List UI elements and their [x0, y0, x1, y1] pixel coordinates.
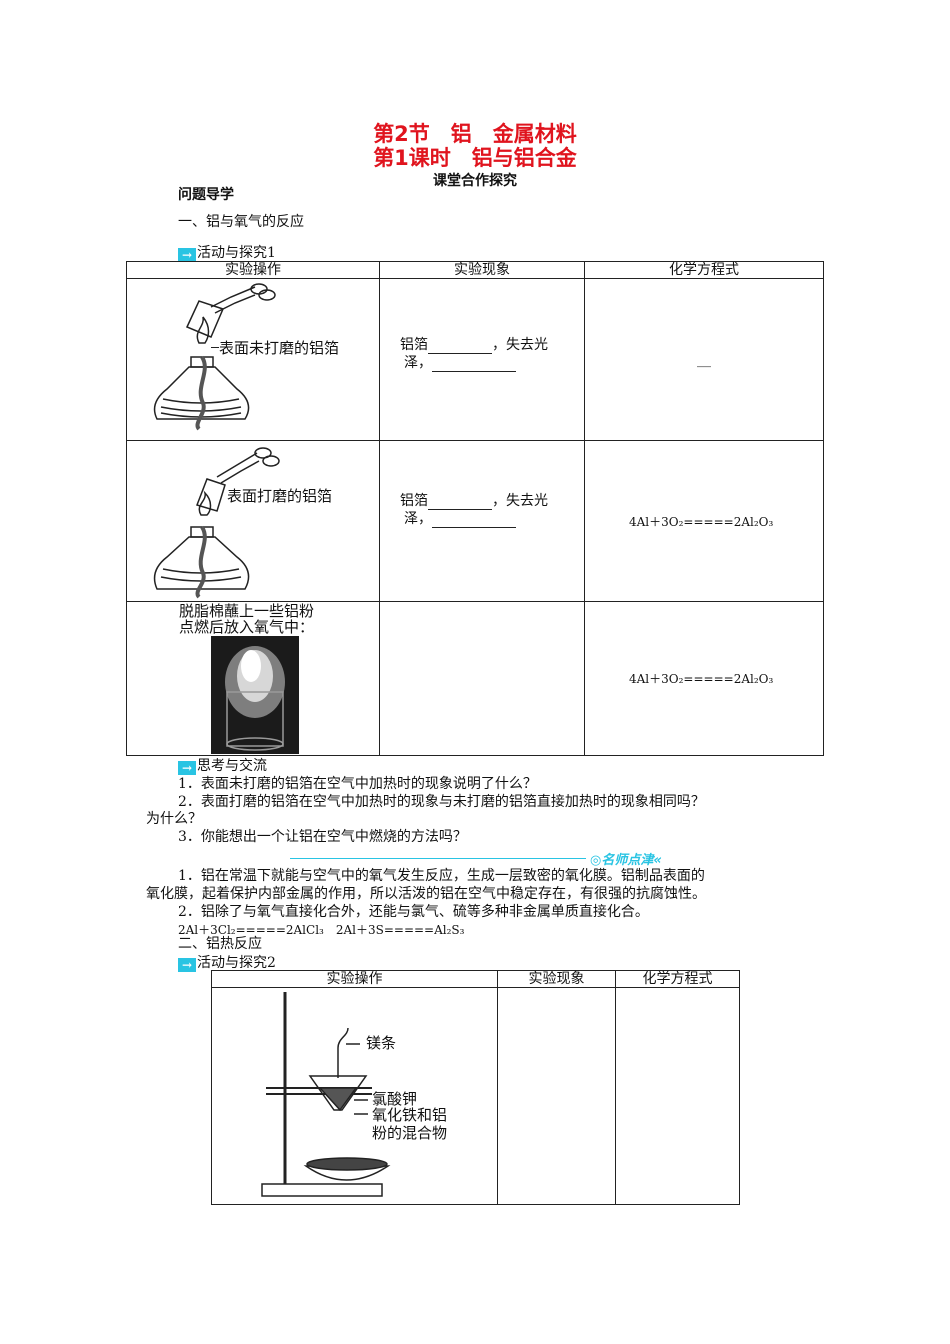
alcohol-lamp-unpolished-illustration [153, 283, 276, 431]
table2-row-operation: 镁条 氯酸钾 氧化铁和铝 粉的混合物 [211, 987, 498, 1205]
table2-header-phenomenon: 实验现象 [497, 970, 616, 988]
think-heading: →思考与交流 [178, 757, 267, 775]
potassium-chlorate-label: 氯酸钾 [372, 1090, 418, 1108]
table1-row2-operation: 表面打磨的铝箔 [126, 440, 380, 602]
tips-badge: ◎名师点津« [590, 853, 662, 868]
table1-row1-operation: 表面未打磨的铝箔 [126, 278, 380, 441]
table1-row3-operation: 脱脂棉蘸上一些铝粉 点燃后放入氧气中： [126, 601, 380, 756]
arrow-icon: → [178, 761, 196, 775]
tips-paragraph-1: 1．铝在常温下就能与空气中的氧气发生反应，生成一层致密的氧化膜。铝制品表面的 [178, 868, 705, 884]
page-title: 第2节 铝 金属材料 [373, 122, 577, 146]
arrow-icon: → [178, 248, 196, 262]
part1-heading: 一、铝与氧气的反应 [178, 214, 304, 230]
row3-operation-line1: 脱脂棉蘸上一些铝粉 [179, 602, 315, 620]
think-question-2: 2．表面打磨的铝箔在空气中加热时的现象与未打磨的铝箔直接加热时的现象相同吗？ [178, 794, 705, 810]
row3-operation-line2: 点燃后放入氧气中： [179, 618, 315, 636]
tips-paragraph-1-cont: 氧化膜，起着保护内部金属的作用，所以活泼的铝在空气中稳定存在，有很强的抗腐蚀性。 [146, 886, 706, 902]
table2-header-operation: 实验操作 [211, 970, 498, 988]
part2-heading: 二、铝热反应 [178, 936, 262, 952]
arrow-icon: → [178, 958, 196, 972]
table1-row2-equation: 4Al＋3O₂=====2Al₂O₃ [584, 440, 824, 602]
tips-divider [290, 858, 586, 859]
experiment-table-1: 实验操作 实验现象 化学方程式 [126, 261, 824, 756]
table1-header-phenomenon: 实验现象 [379, 261, 585, 279]
page-subtitle: 课堂合作探究 [433, 173, 517, 189]
iron-oxide-aluminum-label: 氧化铁和铝 [372, 1106, 448, 1124]
activity-1-heading: →活动与探究1 [178, 244, 276, 262]
think-question-2-cont: 为什么？ [146, 811, 202, 827]
polished-foil-label: 表面打磨的铝箔 [227, 487, 333, 505]
table1-header-equation: 化学方程式 [584, 261, 824, 279]
tips-paragraph-2: 2．铝除了与氧气直接化合外，还能与氯气、硫等多种非金属单质直接化合。 [178, 904, 649, 920]
magnesium-ribbon-label: 镁条 [366, 1034, 397, 1052]
table1-row2-phenomenon: 铝箔，失去光 泽， [379, 440, 585, 602]
table1-row1-phenomenon: 铝箔，失去光 泽， [379, 278, 585, 441]
table2-row-phenomenon [497, 987, 616, 1205]
activity-2-heading: →活动与探究2 [178, 954, 276, 972]
unpolished-foil-label: 表面未打磨的铝箔 [219, 339, 340, 357]
label-pointer-line [211, 347, 219, 348]
alcohol-lamp-polished-illustration [153, 447, 280, 599]
experiment-table-2: 实验操作 实验现象 化学方程式 [211, 970, 740, 1205]
table1-row3-equation: 4Al＋3O₂=====2Al₂O₃ [584, 601, 824, 756]
table2-header-equation: 化学方程式 [615, 970, 740, 988]
think-question-3: 3．你能想出一个让铝在空气中燃烧的方法吗？ [178, 829, 467, 845]
table1-row1-equation: __ [584, 278, 824, 441]
table1-header-operation: 实验操作 [126, 261, 380, 279]
table1-row3-phenomenon [379, 601, 585, 756]
burning-cotton-photo [211, 636, 299, 754]
thermite-apparatus-illustration [261, 992, 391, 1197]
tips-equations: 2Al＋3Cl₂=====2AlCl₃ 2Al＋3S=====Al₂S₃ [178, 923, 465, 937]
table2-row-equation [615, 987, 740, 1205]
think-question-1: 1．表面未打磨的铝箔在空气中加热时的现象说明了什么？ [178, 776, 537, 792]
section-guide: 问题导学 [178, 187, 234, 203]
lesson-title: 第1课时 铝与铝合金 [373, 146, 577, 170]
mixture-label: 粉的混合物 [372, 1124, 448, 1142]
